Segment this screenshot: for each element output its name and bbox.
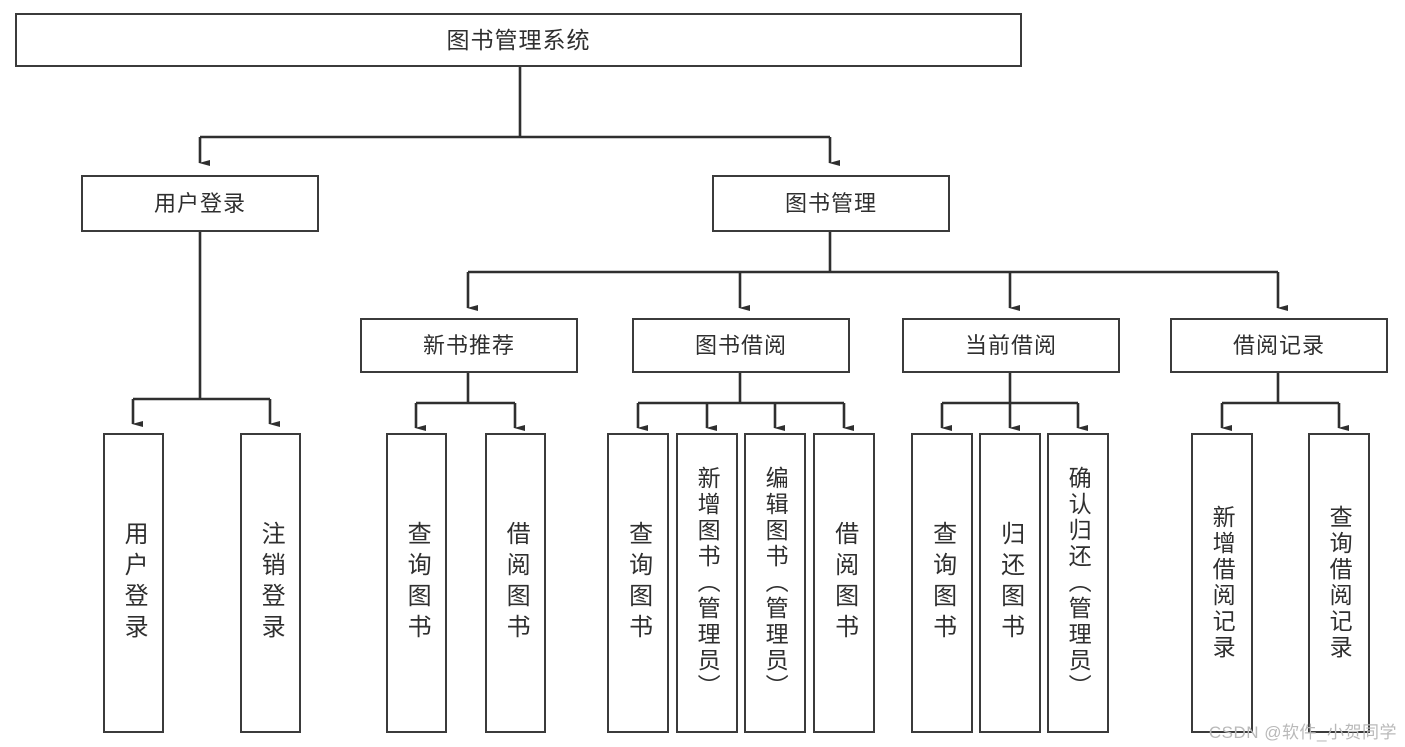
leaf-query-book-borrow[interactable]: 查询图书 xyxy=(607,433,669,733)
leaf-borrow-book[interactable]: 借阅图书 xyxy=(813,433,875,733)
node-new-book-recommend[interactable]: 新书推荐 xyxy=(360,318,578,373)
node-label: 注销登录 xyxy=(257,521,285,645)
node-current-borrow[interactable]: 当前借阅 xyxy=(902,318,1120,373)
node-label: 归还图书 xyxy=(996,521,1024,645)
node-book-manage[interactable]: 图书管理 xyxy=(712,175,950,232)
node-root-system[interactable]: 图书管理系统 xyxy=(15,13,1022,67)
node-label: 借阅图书 xyxy=(502,521,530,645)
node-label: 用户登录 xyxy=(120,521,148,645)
node-label: 新增借阅记录 xyxy=(1209,505,1236,661)
leaf-add-book-admin[interactable]: 新增图书（管理员） xyxy=(676,433,738,733)
node-label: 查询图书 xyxy=(928,521,956,645)
node-label: 图书管理系统 xyxy=(446,26,591,53)
leaf-query-book-recommend[interactable]: 查询图书 xyxy=(386,433,447,733)
leaf-query-borrow-record[interactable]: 查询借阅记录 xyxy=(1308,433,1370,733)
node-user-login[interactable]: 用户登录 xyxy=(81,175,319,232)
node-label: 编辑图书（管理员） xyxy=(762,466,789,700)
node-label: 当前借阅 xyxy=(964,332,1057,358)
leaf-edit-book-admin[interactable]: 编辑图书（管理员） xyxy=(744,433,806,733)
node-borrow-record[interactable]: 借阅记录 xyxy=(1170,318,1388,373)
node-label: 借阅记录 xyxy=(1232,332,1325,358)
leaf-logout[interactable]: 注销登录 xyxy=(240,433,301,733)
leaf-user-login[interactable]: 用户登录 xyxy=(103,433,164,733)
leaf-query-book-current[interactable]: 查询图书 xyxy=(911,433,973,733)
leaf-return-book[interactable]: 归还图书 xyxy=(979,433,1041,733)
node-label: 查询图书 xyxy=(624,521,652,645)
node-label: 查询借阅记录 xyxy=(1326,505,1353,661)
node-label: 借阅图书 xyxy=(830,521,858,645)
node-label: 图书借阅 xyxy=(694,332,787,358)
leaf-confirm-return-admin[interactable]: 确认归还（管理员） xyxy=(1047,433,1109,733)
node-label: 新书推荐 xyxy=(422,332,515,358)
node-label: 用户登录 xyxy=(153,190,246,216)
leaf-borrow-book-recommend[interactable]: 借阅图书 xyxy=(485,433,546,733)
node-book-borrow[interactable]: 图书借阅 xyxy=(632,318,850,373)
node-label: 图书管理 xyxy=(784,190,877,216)
node-label: 确认归还（管理员） xyxy=(1065,466,1092,700)
node-label: 查询图书 xyxy=(403,521,431,645)
node-label: 新增图书（管理员） xyxy=(694,466,721,700)
leaf-add-borrow-record[interactable]: 新增借阅记录 xyxy=(1191,433,1253,733)
